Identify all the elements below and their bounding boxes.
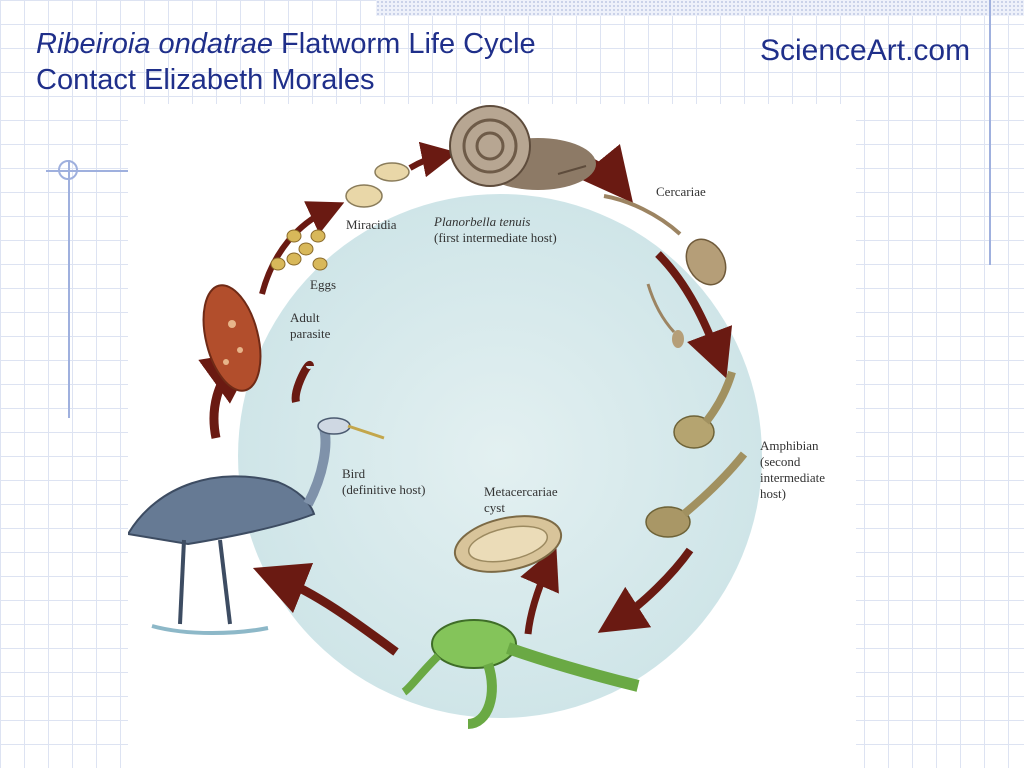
title-species: Ribeiroia ondatrae	[36, 28, 273, 60]
slide-title: Ribeiroia ondatrae Flatworm Life Cycle C…	[36, 26, 556, 98]
adult-parasite-illustration	[202, 284, 262, 392]
label-bird-1: Bird	[342, 466, 366, 481]
eggs-illustration	[270, 229, 328, 271]
left-decorative-line	[68, 160, 70, 418]
label-metacercariae-2: cyst	[484, 500, 505, 515]
label-adult-1: Adult	[290, 310, 320, 325]
life-cycle-figure: Cercariae Planorbella tenuis (first inte…	[126, 104, 856, 768]
life-cycle-diagram: Cercariae Planorbella tenuis (first inte…	[126, 105, 825, 729]
title-rest: Flatworm Life Cycle Contact Elizabeth Mo…	[36, 28, 536, 96]
brand-text: ScienceArt.com	[760, 34, 971, 67]
arrow-miracidia-to-snail	[408, 141, 458, 178]
arrow-bird-to-adult	[291, 361, 314, 403]
label-cercariae: Cercariae	[656, 184, 706, 199]
label-amphibian-2: (second	[760, 454, 801, 469]
label-eggs: Eggs	[310, 277, 336, 292]
arrow-amphibian-to-frog	[597, 547, 694, 633]
label-amphibian-3: intermediate	[760, 470, 825, 485]
metacercariae-cyst-illustration	[453, 515, 563, 573]
left-decorative-crossbar	[46, 170, 128, 172]
snail-illustration	[449, 105, 596, 190]
label-amphibian-4: host)	[760, 486, 786, 501]
top-decorative-band	[376, 0, 1024, 16]
label-host1-species: Planorbella tenuis	[433, 214, 530, 229]
crosshair-circle-icon	[58, 160, 78, 180]
label-adult-2: parasite	[290, 326, 331, 341]
arrow-cercariae-to-amphibian	[655, 251, 733, 379]
heron-illustration	[126, 417, 385, 635]
cercariae-illustration	[603, 194, 727, 348]
right-decorative-line	[989, 0, 991, 265]
miracidia-illustration	[345, 162, 410, 208]
label-miracidia: Miracidia	[346, 217, 397, 232]
label-amphibian-1: Amphibian	[760, 438, 819, 453]
arrow-frog-to-bird	[252, 562, 399, 656]
label-metacercariae-1: Metacercariae	[484, 484, 558, 499]
frog-illustration	[401, 619, 640, 729]
arrow-frog-to-cyst	[520, 546, 559, 635]
label-host1-role: (first intermediate host)	[434, 230, 557, 245]
tadpole-illustration	[645, 370, 748, 538]
arrow-eggs-to-miracidia	[259, 201, 345, 295]
label-bird-2: (definitive host)	[342, 482, 425, 497]
